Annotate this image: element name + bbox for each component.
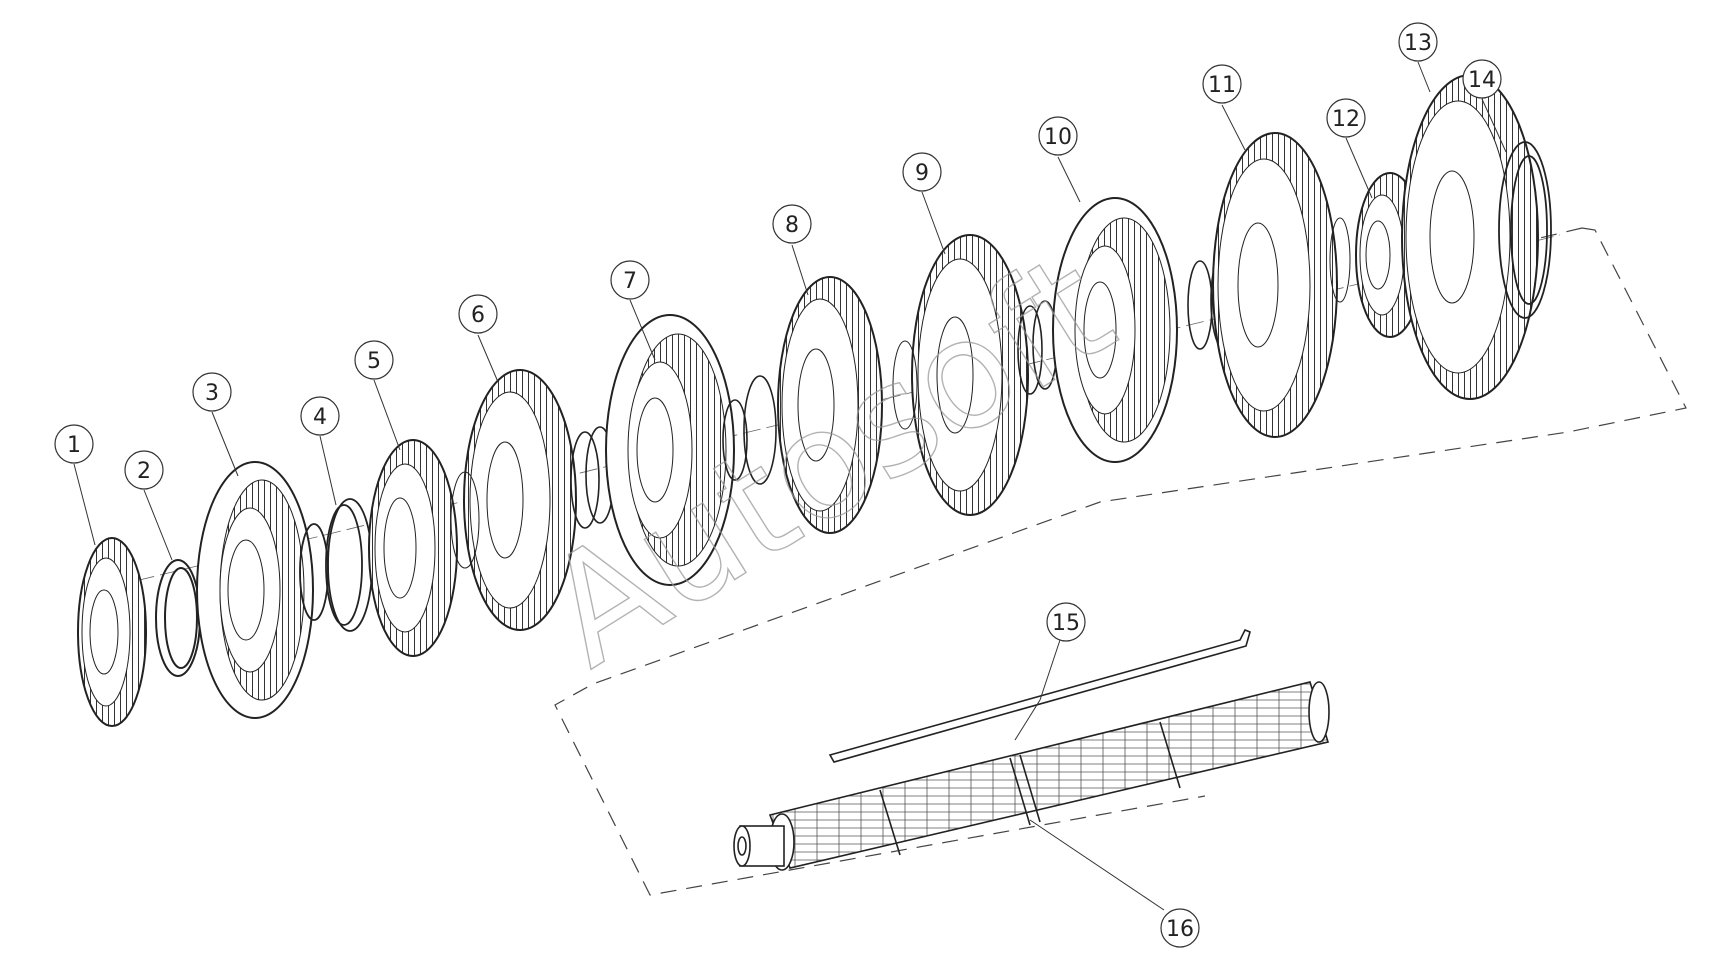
callout-label: 13 [1404,31,1432,56]
callout-1: 1 [54,424,94,464]
callout-14: 14 [1462,59,1502,99]
callout-label: 16 [1166,917,1194,942]
callout-6: 6 [458,294,498,334]
part-6-gear [450,369,577,631]
callout-16: 16 [1160,908,1200,948]
callout-label: 6 [471,303,485,328]
leader-lines [73,61,1507,911]
callout-7: 7 [610,260,650,300]
part-9-gear [892,234,1029,516]
part-5-gear [368,439,458,657]
callout-12: 12 [1326,98,1366,138]
callout-label: 5 [367,349,381,374]
callout-label: 15 [1052,611,1080,636]
callouts: 1 2 3 4 5 6 7 8 [54,22,1502,948]
part-16-main-shaft [733,681,1330,871]
part-4-ring [299,498,373,632]
part-8-gear [777,276,883,534]
callout-label: 3 [205,381,219,406]
callout-label: 4 [313,405,327,430]
callout-label: 11 [1208,73,1236,98]
callout-4: 4 [300,396,340,436]
part-14-snap-ring [1498,141,1552,319]
part-7-synchronizer [605,314,735,586]
spring-rings-b [722,375,777,485]
callout-15: 15 [1046,602,1086,642]
callout-label: 12 [1332,107,1360,132]
callout-label: 9 [915,161,929,186]
callout-2: 2 [124,450,164,490]
part-2-snap-ring [155,559,201,677]
callout-9: 9 [902,152,942,192]
callout-3: 3 [192,372,232,412]
callout-8: 8 [772,204,812,244]
callout-11: 11 [1202,64,1242,104]
callout-10: 10 [1038,116,1078,156]
callout-label: 7 [623,269,637,294]
callout-label: 2 [137,459,151,484]
callout-label: 10 [1044,125,1072,150]
part-13-gear [1401,74,1539,400]
callout-5: 5 [354,340,394,380]
callout-13: 13 [1398,22,1438,62]
part-1-gear [77,537,147,727]
callout-label: 1 [67,433,81,458]
part-3-synchronizer [196,461,314,719]
part-10-synchronizer [1052,197,1178,463]
callout-label: 14 [1468,68,1496,93]
callout-label: 8 [785,213,799,238]
part-15-key-rod [828,628,1251,763]
part-11-gear [1212,132,1338,438]
